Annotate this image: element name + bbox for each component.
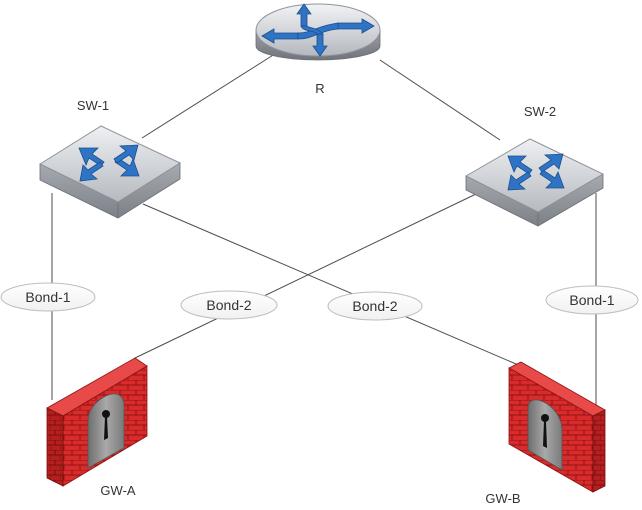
gw-b-label: GW-B — [485, 491, 520, 506]
router-label: R — [315, 81, 324, 96]
link-sw1-router — [141, 51, 279, 139]
bond-label-gw-b-1: Bond-1 — [545, 285, 639, 315]
switch-2-icon[interactable] — [464, 138, 605, 227]
bond-label-gw-a-1: Bond-1 — [0, 282, 96, 312]
gw-a-label: GW-A — [100, 483, 135, 498]
bond-gw-a-2-text: Bond-2 — [206, 297, 251, 313]
links — [51, 51, 597, 405]
switch-1-icon[interactable] — [38, 125, 182, 219]
bond-gw-b-2-text: Bond-2 — [352, 298, 397, 314]
firewall-gw-b-icon[interactable] — [508, 361, 606, 493]
link-sw1-gwb — [142, 203, 531, 371]
switch-2-label: SW-2 — [524, 104, 556, 119]
link-sw2-router — [379, 59, 501, 141]
bond-gw-b-1-text: Bond-1 — [569, 292, 614, 308]
bond-gw-a-1-text: Bond-1 — [25, 289, 70, 305]
router-icon[interactable] — [255, 3, 381, 61]
link-sw2-gwa — [134, 193, 477, 359]
switch-1-label: SW-1 — [77, 98, 109, 113]
firewall-gw-a-icon[interactable] — [46, 357, 148, 487]
bond-label-gw-a-2: Bond-2 — [180, 290, 278, 320]
bond-label-gw-b-2: Bond-2 — [327, 291, 423, 321]
